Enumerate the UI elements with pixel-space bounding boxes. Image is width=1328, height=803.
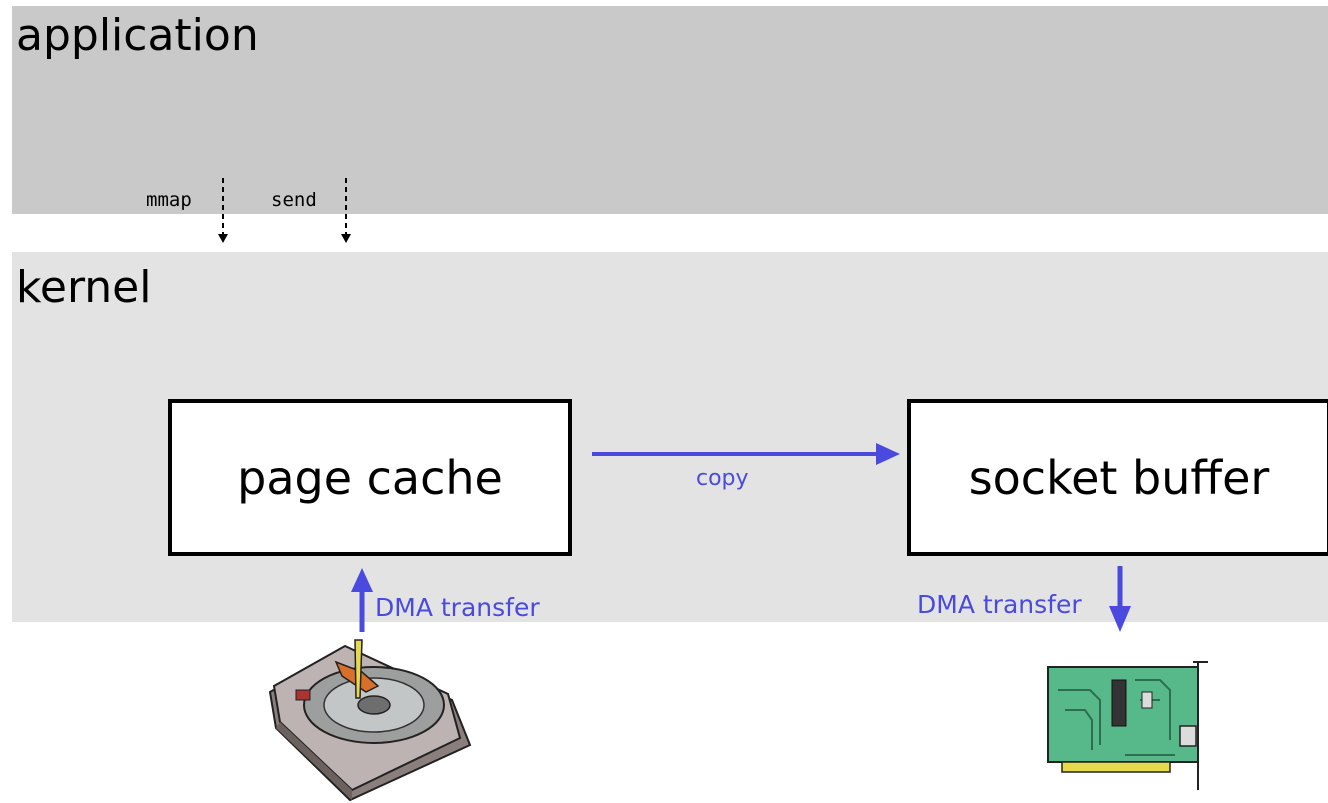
copy-arrow-label: copy xyxy=(696,466,749,491)
copy-arrow xyxy=(592,443,900,465)
kernel-layer-title: kernel xyxy=(16,262,152,313)
mmap-syscall-label: mmap xyxy=(146,189,192,211)
page-cache-box: page cache xyxy=(168,399,572,556)
network-card-icon xyxy=(1047,661,1208,790)
dma-out-label: DMA transfer xyxy=(917,590,1082,619)
send-syscall-label: send xyxy=(271,189,317,211)
dma-in-label: DMA transfer xyxy=(375,593,540,622)
socket-buffer-box: socket buffer xyxy=(907,399,1328,556)
application-layer: application xyxy=(12,6,1328,214)
socket-buffer-label: socket buffer xyxy=(968,450,1270,505)
dma-in-arrow xyxy=(351,568,373,632)
application-layer-title: application xyxy=(16,10,259,61)
mmap-arrow xyxy=(218,178,228,243)
hard-disk-icon xyxy=(268,639,472,802)
send-arrow xyxy=(341,178,351,243)
dma-out-arrow xyxy=(1109,566,1131,632)
page-cache-label: page cache xyxy=(237,450,503,505)
